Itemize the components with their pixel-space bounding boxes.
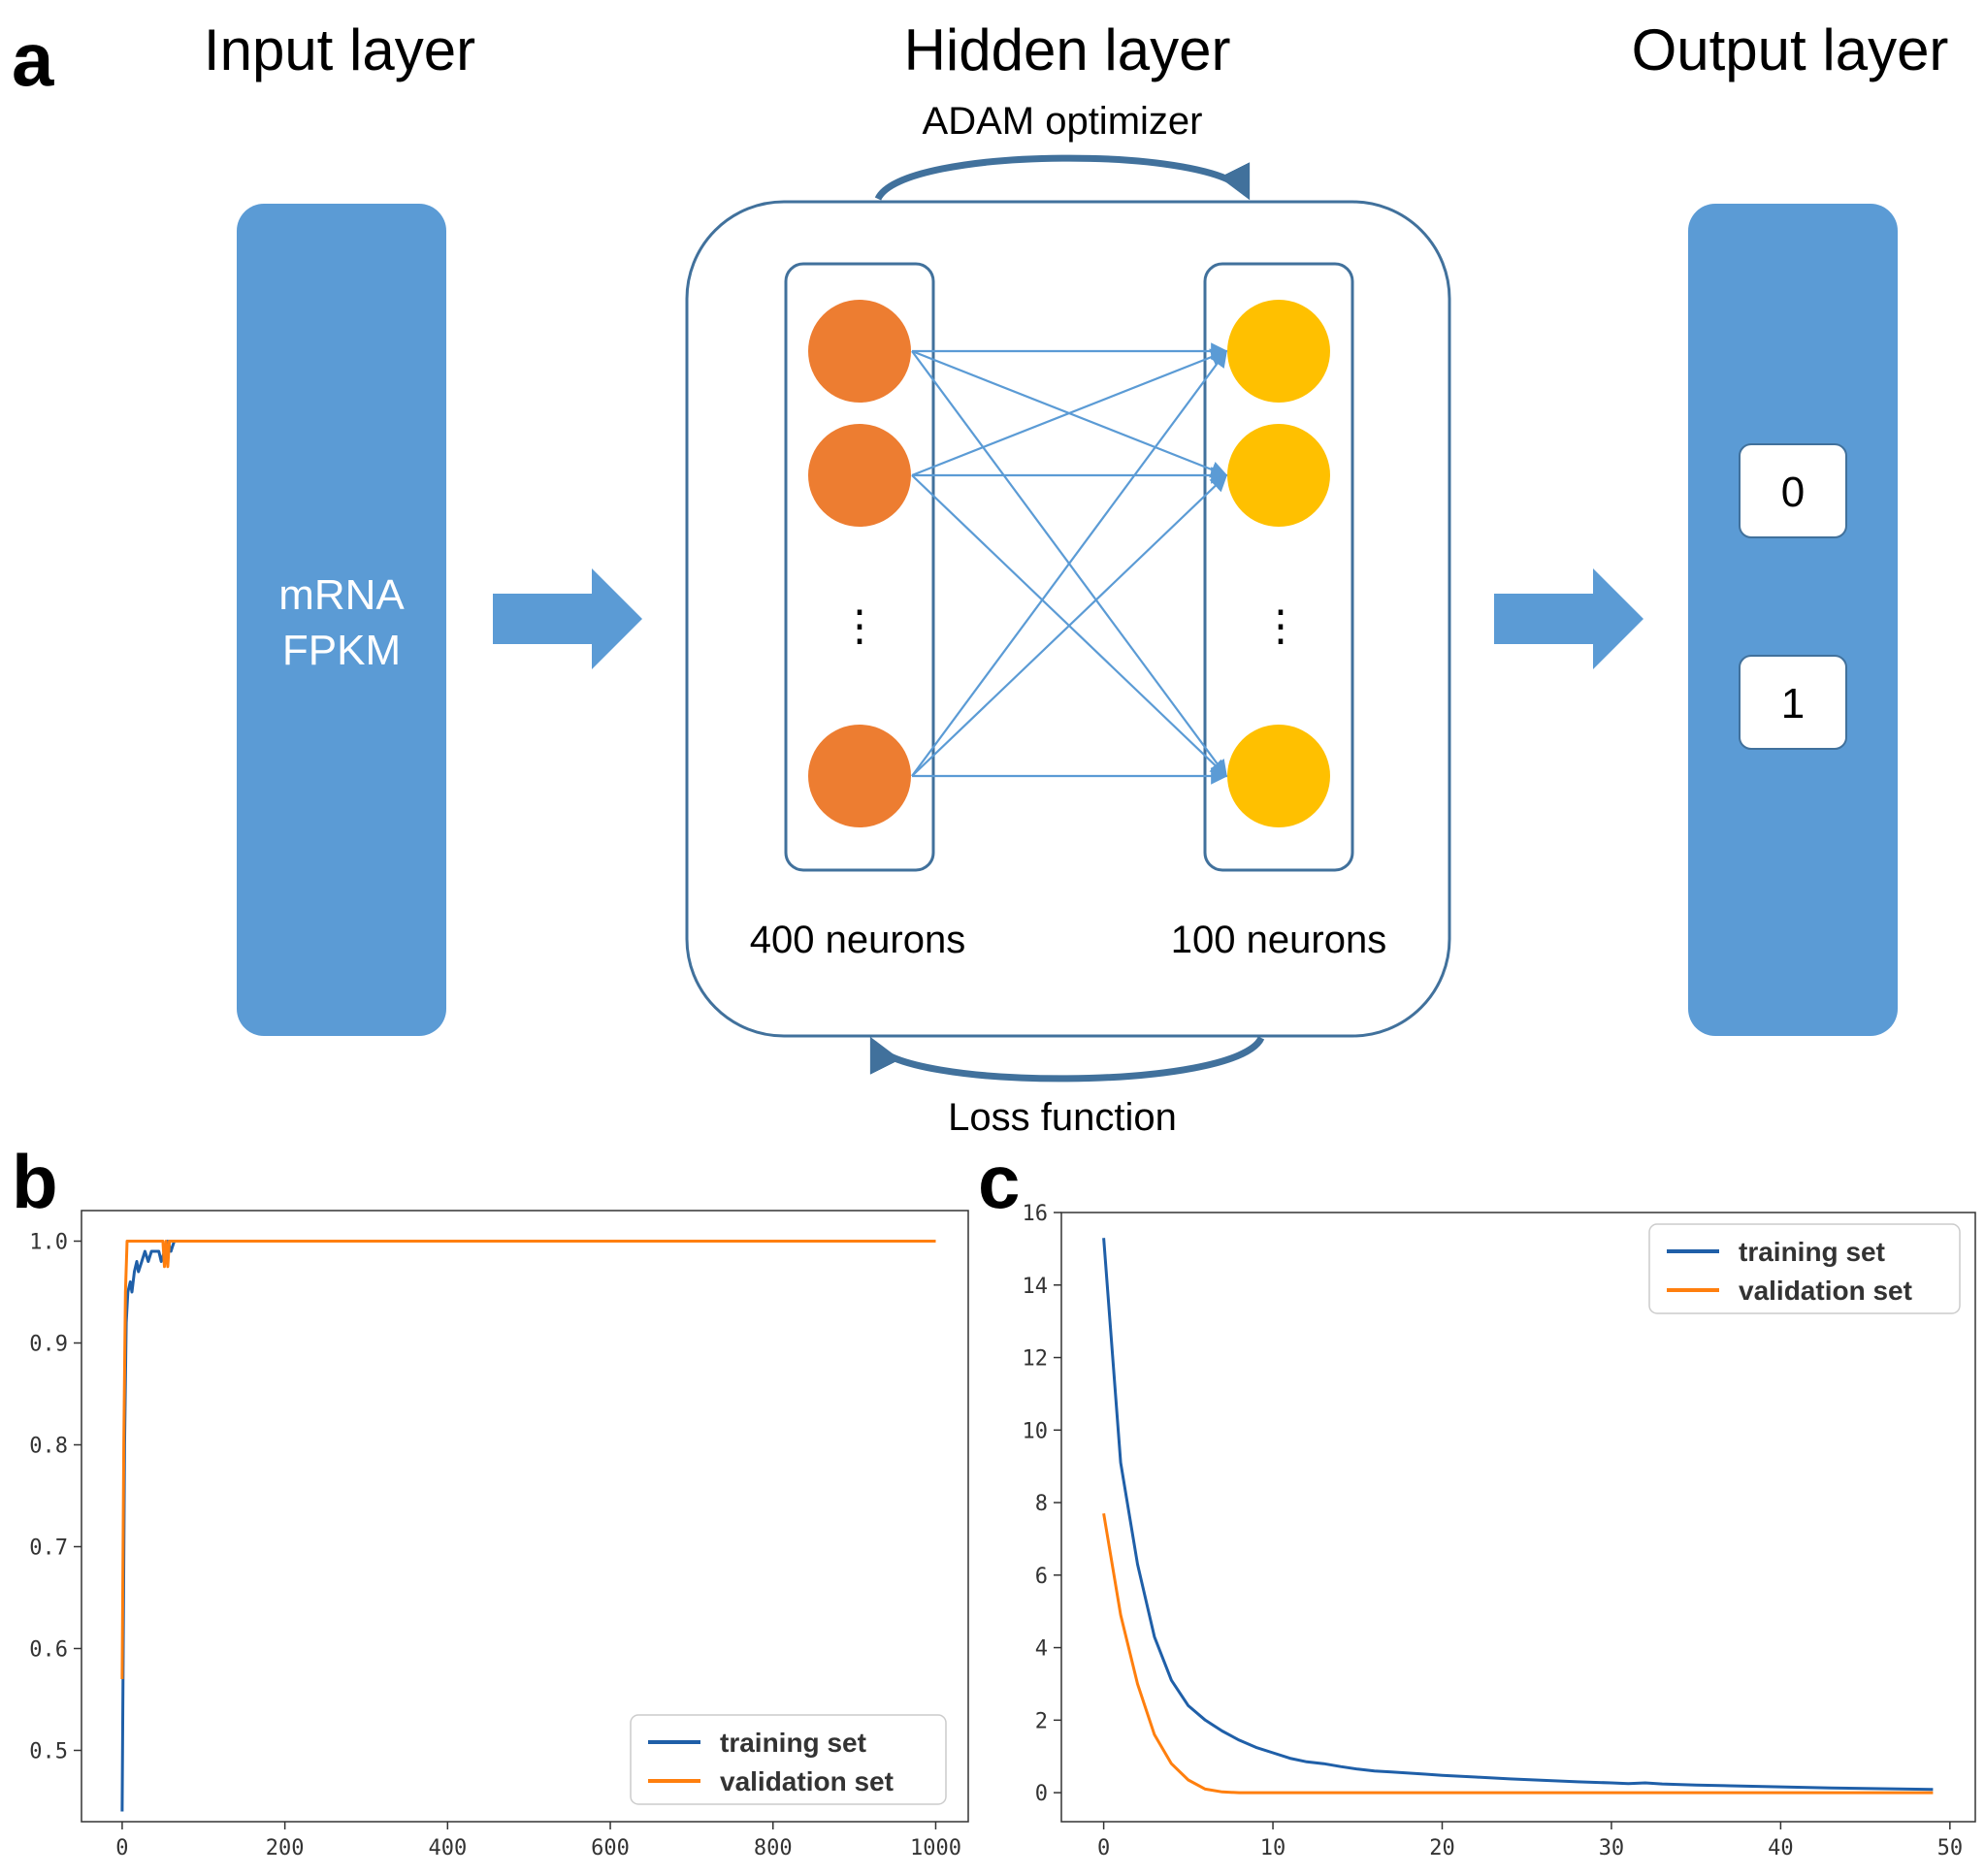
- loss-curved-arrow: [869, 1036, 1265, 1083]
- input-layer-block: [237, 204, 446, 1036]
- hidden-neuron: [1227, 725, 1330, 827]
- hidden-neurons-ellipsis: ⋮: [1259, 602, 1302, 650]
- connection-line: [911, 349, 1228, 777]
- loss-chart: 0 10 20 30 40 50 0 2 4 6 8 10 12 14 16 training set vali…: [1023, 1202, 1976, 1860]
- input-neuron-column: [784, 262, 935, 872]
- acc-y-tick-label: 0.8: [29, 1435, 68, 1459]
- input-neurons-count: 400 neurons: [750, 919, 965, 961]
- acc-plot-frame: [81, 1210, 969, 1823]
- acc-series-validation-line: [120, 1240, 936, 1680]
- loss-y-tick-label: 16: [1023, 1202, 1049, 1226]
- input-neurons-ellipsis: ⋮: [838, 602, 881, 650]
- acc-x-tick-label: 1000: [910, 1836, 961, 1860]
- loss-x-tick-label: 10: [1260, 1836, 1286, 1860]
- loss-y-tick-label: 0: [1035, 1782, 1048, 1806]
- loss-legend-label: validation set: [1739, 1276, 1912, 1306]
- panel-c-letter: c: [978, 1139, 1020, 1224]
- acc-x-tick-label: 200: [266, 1836, 305, 1860]
- optimizer-label: ADAM optimizer: [923, 100, 1203, 143]
- connections: [911, 342, 1228, 785]
- hidden-to-output-arrow: [1494, 568, 1643, 669]
- acc-x-tick-label: 0: [115, 1836, 128, 1860]
- acc-x-tick-label: 600: [591, 1836, 630, 1860]
- hidden-neuron: [1227, 300, 1330, 403]
- hidden-neuron: [1227, 424, 1330, 527]
- loss-y-tick-label: 12: [1023, 1347, 1049, 1372]
- loss-y-tick-label: 2: [1035, 1709, 1048, 1733]
- hidden-layer-frame: [685, 200, 1451, 1038]
- connection-line: [911, 473, 1228, 777]
- acc-y-tick-label: 0.7: [29, 1536, 68, 1561]
- loss-x-tick-label: 30: [1599, 1836, 1625, 1860]
- acc-y-tick-label: 0.9: [29, 1333, 68, 1357]
- loss-y-tick-label: 8: [1035, 1492, 1048, 1516]
- loss-series-training-line: [1102, 1238, 1934, 1792]
- loss-y-tick-label: 14: [1023, 1275, 1049, 1299]
- loss-series-validation-line: [1102, 1513, 1934, 1795]
- loss-x-tick-label: 40: [1768, 1836, 1794, 1860]
- panel-a-letter: a: [12, 16, 54, 102]
- accuracy-chart: 0 200 400 600 800 1000 0.5 0.6 0.7 0.8 0.9 1.0 train…: [29, 1210, 969, 1860]
- hidden-neurons-count: 100 neurons: [1171, 919, 1386, 961]
- panel-b-letter: b: [12, 1139, 58, 1224]
- input-neuron: [808, 300, 911, 403]
- loss-x-tick-label: 0: [1097, 1836, 1110, 1860]
- output-class-box-0: [1739, 443, 1847, 538]
- output-layer-title: Output layer: [1632, 17, 1949, 82]
- output-class-1: 1: [1781, 680, 1805, 728]
- input-layer-title: Input layer: [204, 17, 475, 82]
- input-neuron: [808, 725, 911, 827]
- optimizer-curved-arrow: [874, 154, 1251, 201]
- acc-legend: [630, 1714, 947, 1805]
- input-block-line2: FPKM: [282, 627, 401, 674]
- acc-y-tick-label: 0.5: [29, 1740, 68, 1764]
- panel-a: a Input layer Hidden layer Output layer …: [12, 16, 1948, 1139]
- loss-plot-frame: [1060, 1212, 1976, 1823]
- input-to-hidden-arrow: [493, 568, 642, 669]
- loss-y-tick-label: 4: [1035, 1637, 1048, 1662]
- input-block-line1: mRNA: [278, 571, 405, 619]
- acc-y-tick-label: 0.6: [29, 1638, 68, 1663]
- loss-legend-label: training set: [1739, 1237, 1885, 1267]
- hidden-layer-title: Hidden layer: [904, 17, 1231, 82]
- acc-x-tick-label: 400: [428, 1836, 467, 1860]
- loss-function-label: Loss function: [948, 1096, 1177, 1139]
- input-neuron: [808, 424, 911, 527]
- loss-x-tick-label: 50: [1937, 1836, 1964, 1860]
- connection-line: [911, 348, 1228, 477]
- loss-y-tick-label: 10: [1023, 1419, 1049, 1443]
- acc-legend-label: validation set: [720, 1766, 894, 1796]
- output-layer-block: [1688, 204, 1898, 1036]
- hidden-neuron-column: [1203, 262, 1354, 872]
- loss-legend: [1648, 1223, 1961, 1314]
- loss-x-tick-label: 20: [1429, 1836, 1455, 1860]
- loss-y-tick-label: 6: [1035, 1565, 1048, 1589]
- acc-x-tick-label: 800: [754, 1836, 793, 1860]
- acc-legend-label: training set: [720, 1728, 866, 1758]
- output-class-0: 0: [1781, 469, 1805, 516]
- output-class-box-1: [1739, 655, 1847, 750]
- acc-y-tick-label: 1.0: [29, 1231, 68, 1255]
